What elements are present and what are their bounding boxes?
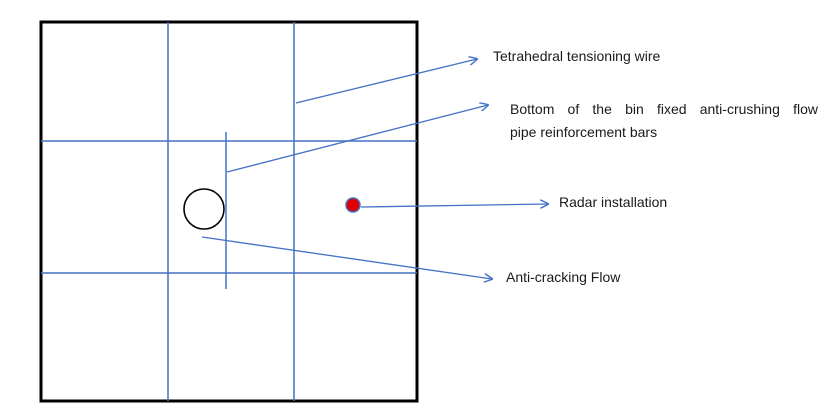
label-tensioning-wire: Tetrahedral tensioning wire	[493, 48, 661, 64]
label-word: fixed	[656, 101, 687, 117]
label-word: Bottom	[510, 101, 555, 117]
label-word: the	[592, 101, 612, 117]
arrow-radar	[360, 204, 548, 207]
label-reinforcement-bars: Bottom of the bin fixed anti-crushing fl…	[510, 98, 818, 144]
label-word: of	[567, 101, 580, 117]
label-radar-installation: Radar installation	[559, 194, 668, 210]
arrow-tensioning-wire	[295, 59, 477, 104]
flow-pipe-circle	[183, 188, 225, 230]
arrow-reinforcement-bars	[226, 105, 488, 173]
arrow-anti-cracking-flow	[201, 236, 492, 279]
bin-outline	[39, 20, 419, 403]
label-reinforcement-bars-line2: pipe reinforcement bars	[510, 124, 658, 140]
label-word: anti-crushing	[699, 101, 780, 117]
label-word: flow	[793, 101, 818, 117]
radar-point	[345, 197, 361, 213]
label-reinforcement-bars-line1: Bottom of the bin fixed anti-crushing fl…	[510, 98, 818, 121]
label-word: bin	[625, 101, 644, 117]
label-anti-cracking-flow: Anti-cracking Flow	[506, 269, 621, 285]
